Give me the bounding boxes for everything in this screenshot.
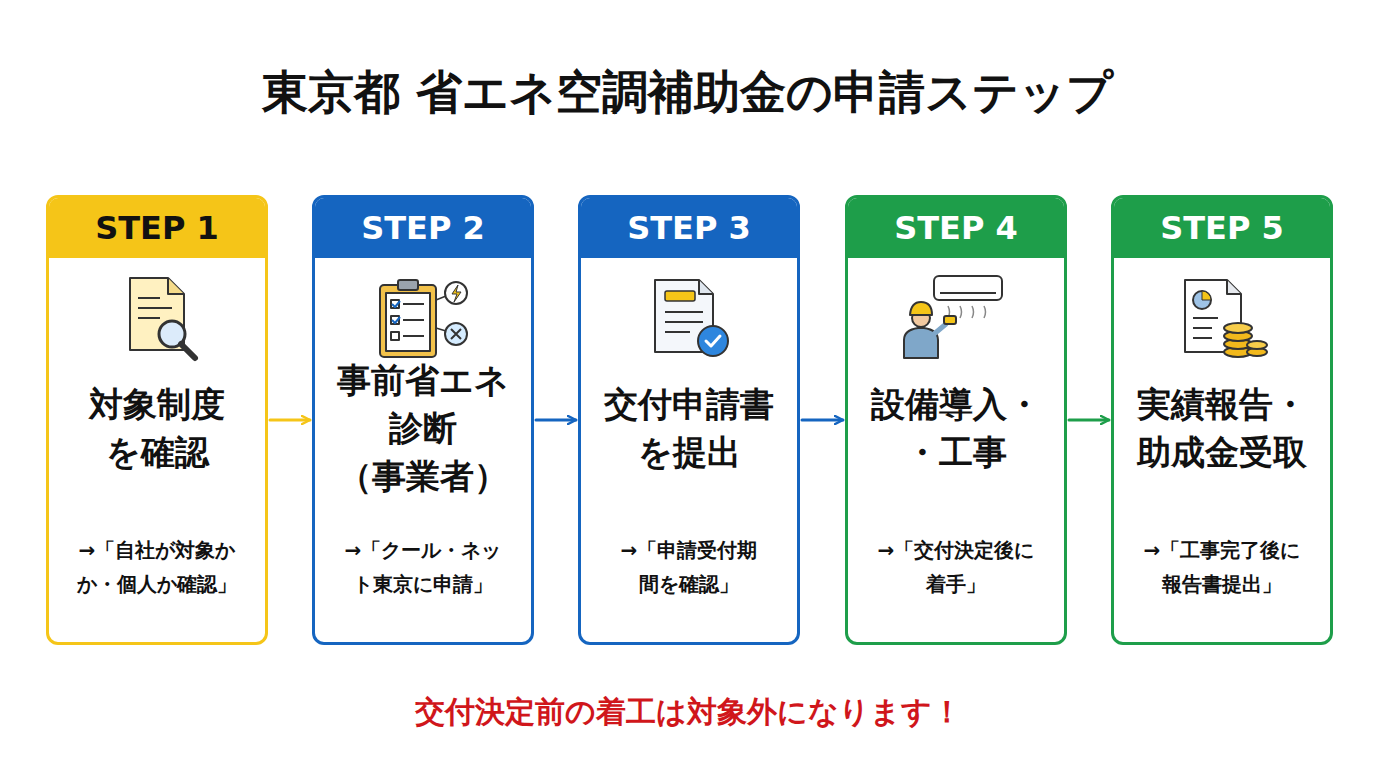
flow-arrow bbox=[536, 419, 576, 422]
step-title: 実績報告・ 助成金受取 bbox=[1122, 376, 1322, 480]
step-header: STEP 4 bbox=[848, 198, 1064, 258]
step-card: STEP 2 事前省エネ 診断 （事業者） →「クール・ネッ ト東京に申請」 bbox=[312, 195, 534, 645]
step-card: STEP 4 設備導入・ ・工事 →「交付決定後に 着手」 bbox=[845, 195, 1067, 645]
step-header: STEP 3 bbox=[581, 198, 797, 258]
step-header: STEP 2 bbox=[315, 198, 531, 258]
diagram-title: 東京都 省エネ空調補助金の申請ステップ bbox=[0, 62, 1376, 124]
flow-arrow bbox=[802, 419, 843, 422]
step-title: 対象制度 を確認 bbox=[57, 376, 257, 480]
checklist-icon bbox=[380, 280, 467, 357]
step-title: 設備導入・ ・工事 bbox=[856, 376, 1056, 480]
step-title: 交付申請書 を提出 bbox=[589, 376, 789, 480]
step-card: STEP 5 実績報告・ 助成金受取 →「工事完了後に 報告書提出」 bbox=[1111, 195, 1333, 645]
search-document-icon bbox=[130, 278, 195, 358]
step-note: →「工事完了後に 報告書提出」 bbox=[1124, 534, 1320, 600]
step-card: STEP 3 交付申請書 を提出 →「申請受付期 間を確認」 bbox=[578, 195, 800, 645]
step-header: STEP 5 bbox=[1114, 198, 1330, 258]
step-note: →「交付決定後に 着手」 bbox=[858, 534, 1054, 600]
flow-arrow bbox=[270, 419, 310, 422]
step-header: STEP 1 bbox=[49, 198, 265, 258]
flow-arrow bbox=[1069, 419, 1109, 422]
report-coins-icon bbox=[1185, 280, 1267, 357]
step-title: 事前省エネ 診断 （事業者） bbox=[323, 376, 523, 480]
step-note: →「自社が対象か か・個人か確認」 bbox=[59, 534, 255, 600]
step-card: STEP 1 対象制度 を確認 →「自社が対象か か・個人か確認」 bbox=[46, 195, 268, 645]
step-note: →「申請受付期 間を確認」 bbox=[591, 534, 787, 600]
installer-icon bbox=[904, 276, 1002, 358]
warning-note: 交付決定前の着工は対象外になります！ bbox=[0, 692, 1376, 733]
submit-document-icon bbox=[655, 280, 728, 356]
step-note: →「クール・ネッ ト東京に申請」 bbox=[325, 534, 521, 600]
